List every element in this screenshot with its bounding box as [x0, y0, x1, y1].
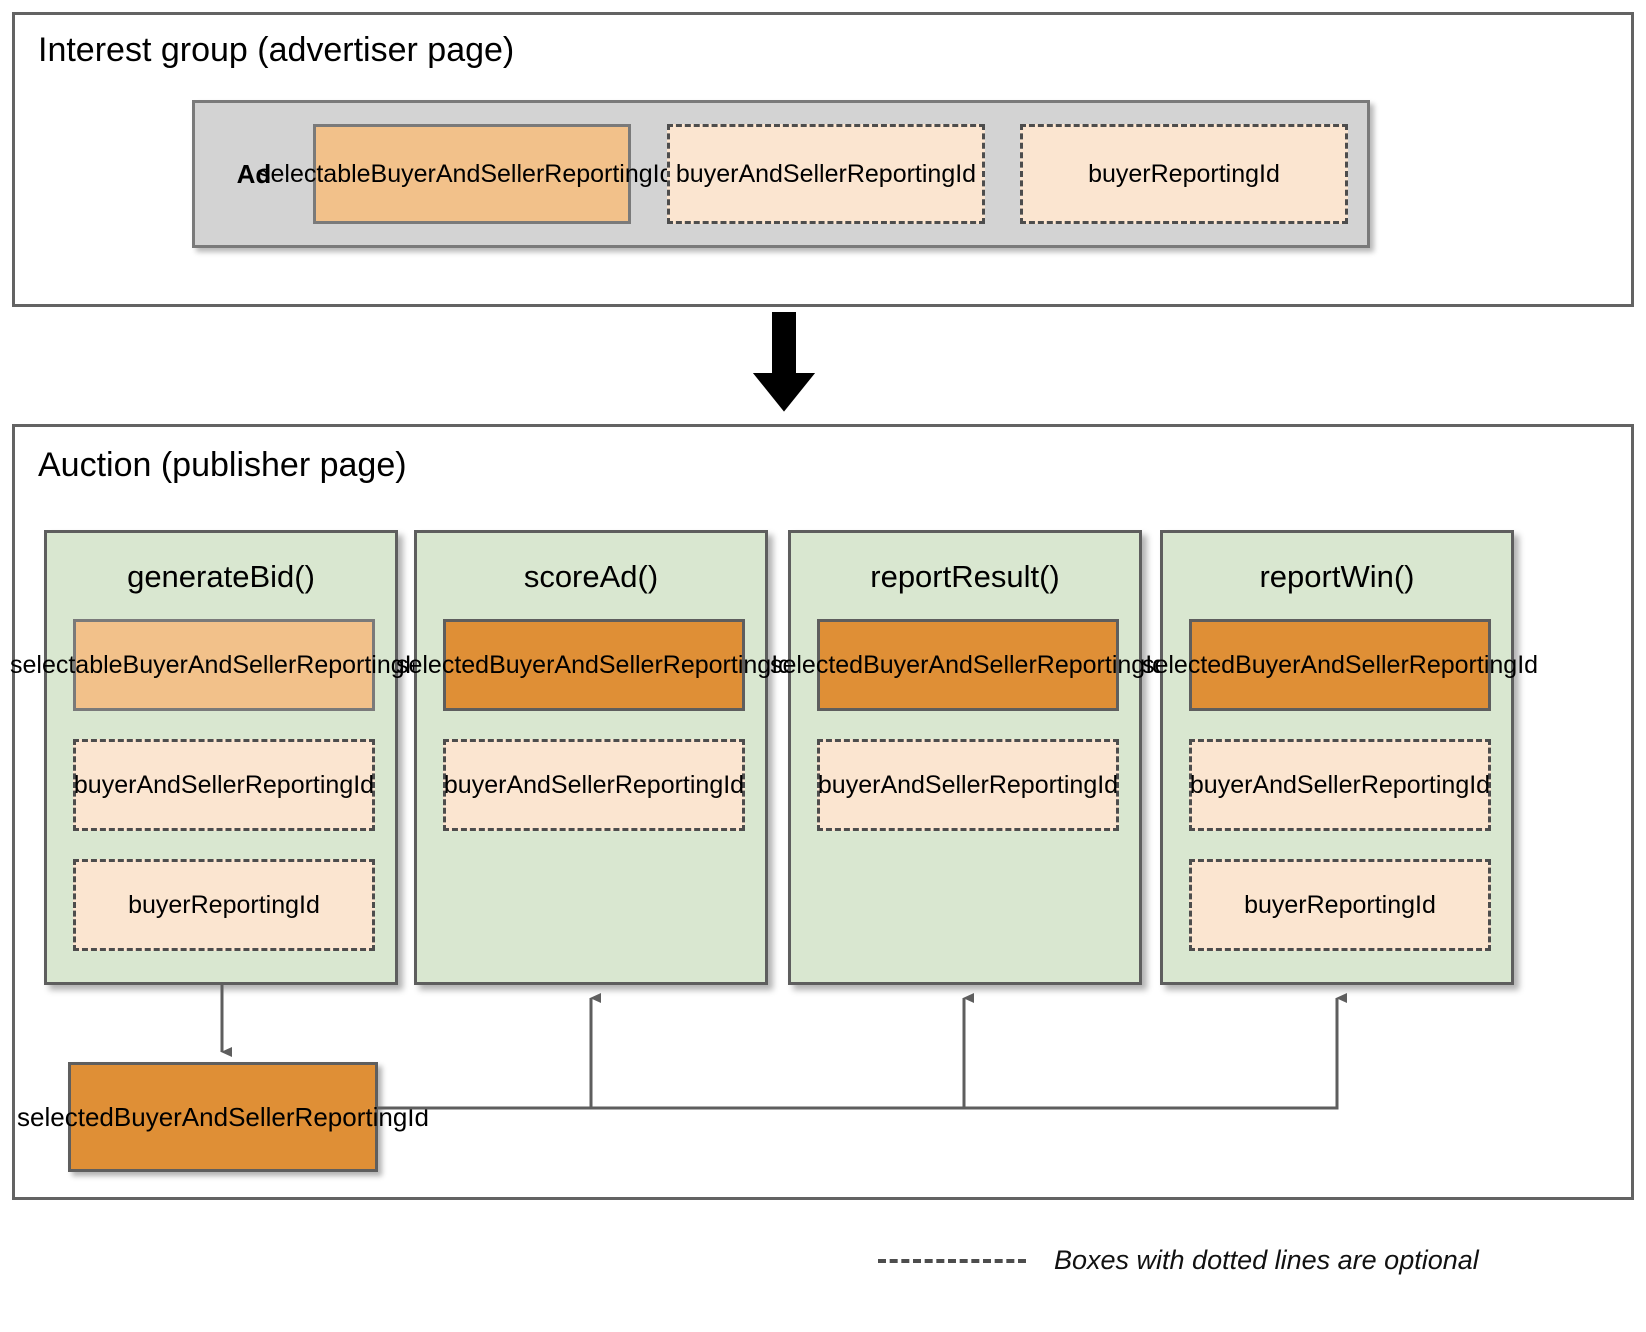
ig-token-buyer-reporting-id: buyerReportingId [1020, 124, 1348, 224]
function-column-report-win: reportWin() selectedBuyerAndSellerReport… [1142, 530, 1538, 985]
generatebid-token-buyer-and-seller-reporting-id: buyerAndSellerReportingId [73, 739, 375, 831]
function-column-score-ad: scoreAd() selectedBuyerAndSellerReportin… [396, 530, 792, 985]
reportresult-token-selected-buyer-and-seller-reporting-id: selectedBuyerAndSellerReportingId [770, 619, 1166, 711]
function-title-score-ad: scoreAd() [523, 559, 659, 594]
ig-token-selectable-buyer-and-seller-reporting-ids: selectableBuyerAndSellerReportingIds [258, 124, 686, 224]
function-column-generate-bid: generateBid() selectableBuyerAndSellerRe… [10, 530, 438, 985]
reportwin-token-selected-buyer-and-seller-reporting-id: selectedBuyerAndSellerReportingId [1142, 619, 1538, 711]
function-title-report-result: reportResult() [870, 559, 1060, 594]
generatebid-token-buyer-reporting-id: buyerReportingId [73, 859, 375, 951]
auction-title: Auction (publisher page) [38, 446, 407, 484]
down-arrow-icon [753, 312, 815, 412]
reportresult-token-buyer-and-seller-reporting-id: buyerAndSellerReportingId [817, 739, 1119, 831]
selected-buyer-and-seller-reporting-id-result: selectedBuyerAndSellerReportingId [17, 1062, 429, 1172]
dashed-line-icon [878, 1258, 1026, 1263]
legend-label: Boxes with dotted lines are optional [1054, 1245, 1479, 1275]
legend: Boxes with dotted lines are optional [878, 1245, 1479, 1276]
ad-label: Ad [236, 158, 272, 189]
scoread-token-selected-buyer-and-seller-reporting-id: selectedBuyerAndSellerReportingId [396, 619, 792, 711]
interest-group-title: Interest group (advertiser page) [38, 31, 515, 69]
generatebid-token-selectable-buyer-and-seller-reporting-ids: selectableBuyerAndSellerReportingIds [10, 619, 438, 711]
scoread-token-buyer-and-seller-reporting-id: buyerAndSellerReportingId [443, 739, 745, 831]
function-title-report-win: reportWin() [1259, 559, 1415, 594]
reportwin-token-buyer-and-seller-reporting-id: buyerAndSellerReportingId [1189, 739, 1491, 831]
ig-token-buyer-and-seller-reporting-id: buyerAndSellerReportingId [667, 124, 985, 224]
reportwin-token-buyer-reporting-id: buyerReportingId [1189, 859, 1491, 951]
function-title-generate-bid: generateBid() [127, 559, 315, 594]
function-column-report-result: reportResult() selectedBuyerAndSellerRep… [770, 530, 1166, 985]
ad-container: Ad selectableBuyerAndSellerReportingIds … [192, 100, 1370, 248]
